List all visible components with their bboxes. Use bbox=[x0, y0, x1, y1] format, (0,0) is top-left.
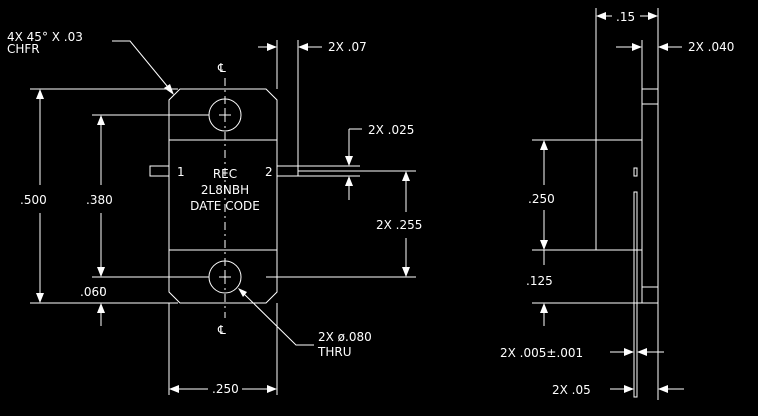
front-view: ℄ ℄ REC 2L8NBH DATE CODE 1 2 bbox=[149, 61, 299, 337]
flange-outline bbox=[168, 88, 278, 304]
centerline-symbol-bottom: ℄ bbox=[217, 323, 226, 337]
lead-2 bbox=[276, 165, 299, 177]
dim-hole-edge-value: .060 bbox=[80, 285, 107, 299]
thru-note: 2X ø.080 THRU bbox=[238, 288, 372, 359]
dim-side-lower-value: .125 bbox=[526, 274, 553, 288]
dim-lead-offset-value: 2X .255 bbox=[376, 218, 422, 232]
chamfer-leader bbox=[112, 40, 173, 93]
dim-overall-height-value: .500 bbox=[20, 193, 47, 207]
side-body bbox=[595, 139, 643, 251]
thru-note-line2: THRU bbox=[317, 345, 351, 359]
centerline-symbol-top: ℄ bbox=[217, 61, 226, 75]
thru-note-line1: 2X ø.080 bbox=[318, 330, 372, 344]
side-flange bbox=[641, 88, 659, 304]
side-lead bbox=[633, 191, 638, 398]
thru-leader bbox=[239, 289, 314, 346]
side-view bbox=[595, 88, 659, 398]
dim-lead-thickness-value: 2X .025 bbox=[368, 123, 414, 137]
side-lead-stub bbox=[633, 167, 638, 177]
dim-side-tab: 2X .040 bbox=[616, 40, 734, 89]
chamfer-note-line1: 4X 45° X .03 bbox=[7, 30, 83, 44]
dim-lead-offset: 2X .255 bbox=[266, 170, 422, 278]
arrowhead bbox=[238, 288, 247, 297]
marking-date-code: DATE CODE bbox=[190, 199, 260, 213]
dim-lead-width-value: 2X .07 bbox=[328, 40, 367, 54]
dim-flange-width-value: .250 bbox=[212, 382, 239, 396]
dim-side-body: .250 bbox=[528, 139, 596, 251]
dim-side-lead-thk-value: 2X .005±.001 bbox=[500, 346, 583, 360]
dim-side-lead-thk: 2X .005±.001 bbox=[500, 346, 664, 360]
dim-side-lead-len-value: 2X .05 bbox=[552, 383, 591, 397]
dim-lead-width: 2X .07 bbox=[258, 40, 367, 166]
dim-hole-spacing: .380 bbox=[86, 114, 209, 278]
dim-flange-width: .250 bbox=[168, 303, 278, 396]
lead-1 bbox=[149, 165, 170, 177]
dim-side-body-value: .250 bbox=[528, 192, 555, 206]
pin-2-label: 2 bbox=[265, 165, 273, 179]
dim-side-top-width-value: .15 bbox=[616, 10, 635, 24]
marking-part-number: 2L8NBH bbox=[201, 183, 249, 197]
dim-side-lead-len: 2X .05 bbox=[552, 303, 684, 400]
dim-side-top-width: .15 bbox=[595, 8, 659, 140]
dim-hole-edge: .060 bbox=[80, 285, 107, 326]
dim-side-tab-value: 2X .040 bbox=[688, 40, 734, 54]
chamfer-note-line2: CHFR bbox=[7, 42, 40, 56]
dim-lead-thickness: 2X .025 bbox=[298, 123, 414, 200]
dim-side-lower: .125 bbox=[526, 250, 642, 326]
pin-1-label: 1 bbox=[177, 165, 185, 179]
dim-hole-spacing-value: .380 bbox=[86, 193, 113, 207]
chamfer-note: 4X 45° X .03 CHFR bbox=[7, 30, 174, 95]
marking-rec: REC bbox=[213, 167, 237, 181]
dim-overall-height: .500 bbox=[20, 88, 178, 304]
